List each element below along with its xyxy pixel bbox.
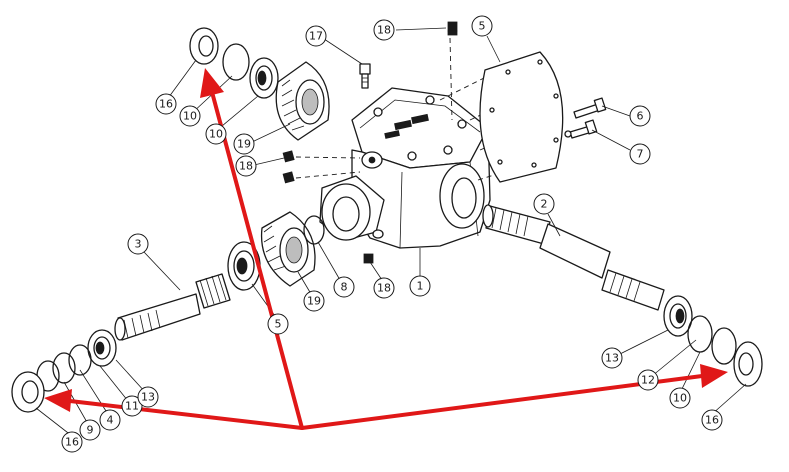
svg-text:10: 10 [183,110,197,123]
callout-8: 8 [333,276,355,298]
svg-text:12: 12 [641,374,655,387]
callout-18c: 18 [373,277,395,299]
svg-text:16: 16 [705,414,719,427]
callout-3: 3 [127,233,149,255]
svg-text:4: 4 [107,414,114,427]
upper-bevel-gear [275,61,330,141]
upper-circlip [222,43,250,81]
output-rings [687,315,737,365]
callout-11: 11 [121,395,143,417]
svg-text:18: 18 [377,24,391,37]
svg-text:10: 10 [673,392,687,405]
callout-18b: 18 [235,155,257,177]
input-rings [36,344,92,392]
callout-19a: 19 [233,133,255,155]
svg-text:16: 16 [65,436,79,449]
callout-18a: 18 [373,19,395,41]
callout-7: 7 [629,143,651,165]
svg-text:7: 7 [637,148,644,161]
callout-10b: 10 [669,387,691,409]
side-cover-plate [479,51,564,183]
output-bearing [663,295,693,337]
svg-text:17: 17 [309,30,323,43]
callout-16b: 16 [61,431,83,453]
svg-text:18: 18 [239,160,253,173]
output-seal [733,341,763,387]
svg-text:8: 8 [341,281,348,294]
gearbox-housing [319,87,491,249]
upper-bearing [249,57,279,99]
input-seal [11,371,45,413]
svg-text:5: 5 [479,20,486,33]
svg-text:16: 16 [159,98,173,111]
svg-text:1: 1 [417,280,424,293]
svg-text:9: 9 [87,424,94,437]
callout-12: 12 [637,369,659,391]
input-bearing [87,329,117,367]
svg-text:13: 13 [141,391,155,404]
svg-text:6: 6 [637,110,644,123]
svg-text:10: 10 [209,128,223,141]
svg-text:5: 5 [275,318,282,331]
lower-bearing [227,241,261,291]
svg-text:2: 2 [541,198,548,211]
svg-text:19: 19 [307,295,321,308]
callout-16a: 16 [155,93,177,115]
callout-19b: 19 [303,290,325,312]
cover-bolts [564,97,607,139]
drain-plugs [282,21,458,264]
callout-17: 17 [305,25,327,47]
callout-13b: 13 [601,347,623,369]
callout-13a: 13 [137,386,159,408]
callout-5b: 5 [267,313,289,335]
callout-5a: 5 [471,15,493,37]
output-shaft [482,204,665,311]
svg-text:13: 13 [605,352,619,365]
highlight-arrows [44,68,728,430]
callout-1: 1 [409,275,431,297]
breather-plug [359,63,371,89]
callout-6: 6 [629,105,651,127]
svg-text:3: 3 [135,238,142,251]
callout-10c: 10 [205,123,227,145]
callout-4: 4 [99,409,121,431]
upper-seal [189,27,219,65]
lower-bevel-gear [260,211,316,287]
input-shaft [114,273,231,341]
lower-circlip [303,215,325,245]
callout-2: 2 [533,193,555,215]
callout-10a: 10 [179,105,201,127]
svg-text:18: 18 [377,282,391,295]
callout-16c: 16 [701,409,723,431]
svg-text:19: 19 [237,138,251,151]
callout-9: 9 [79,419,101,441]
svg-text:11: 11 [125,400,139,413]
